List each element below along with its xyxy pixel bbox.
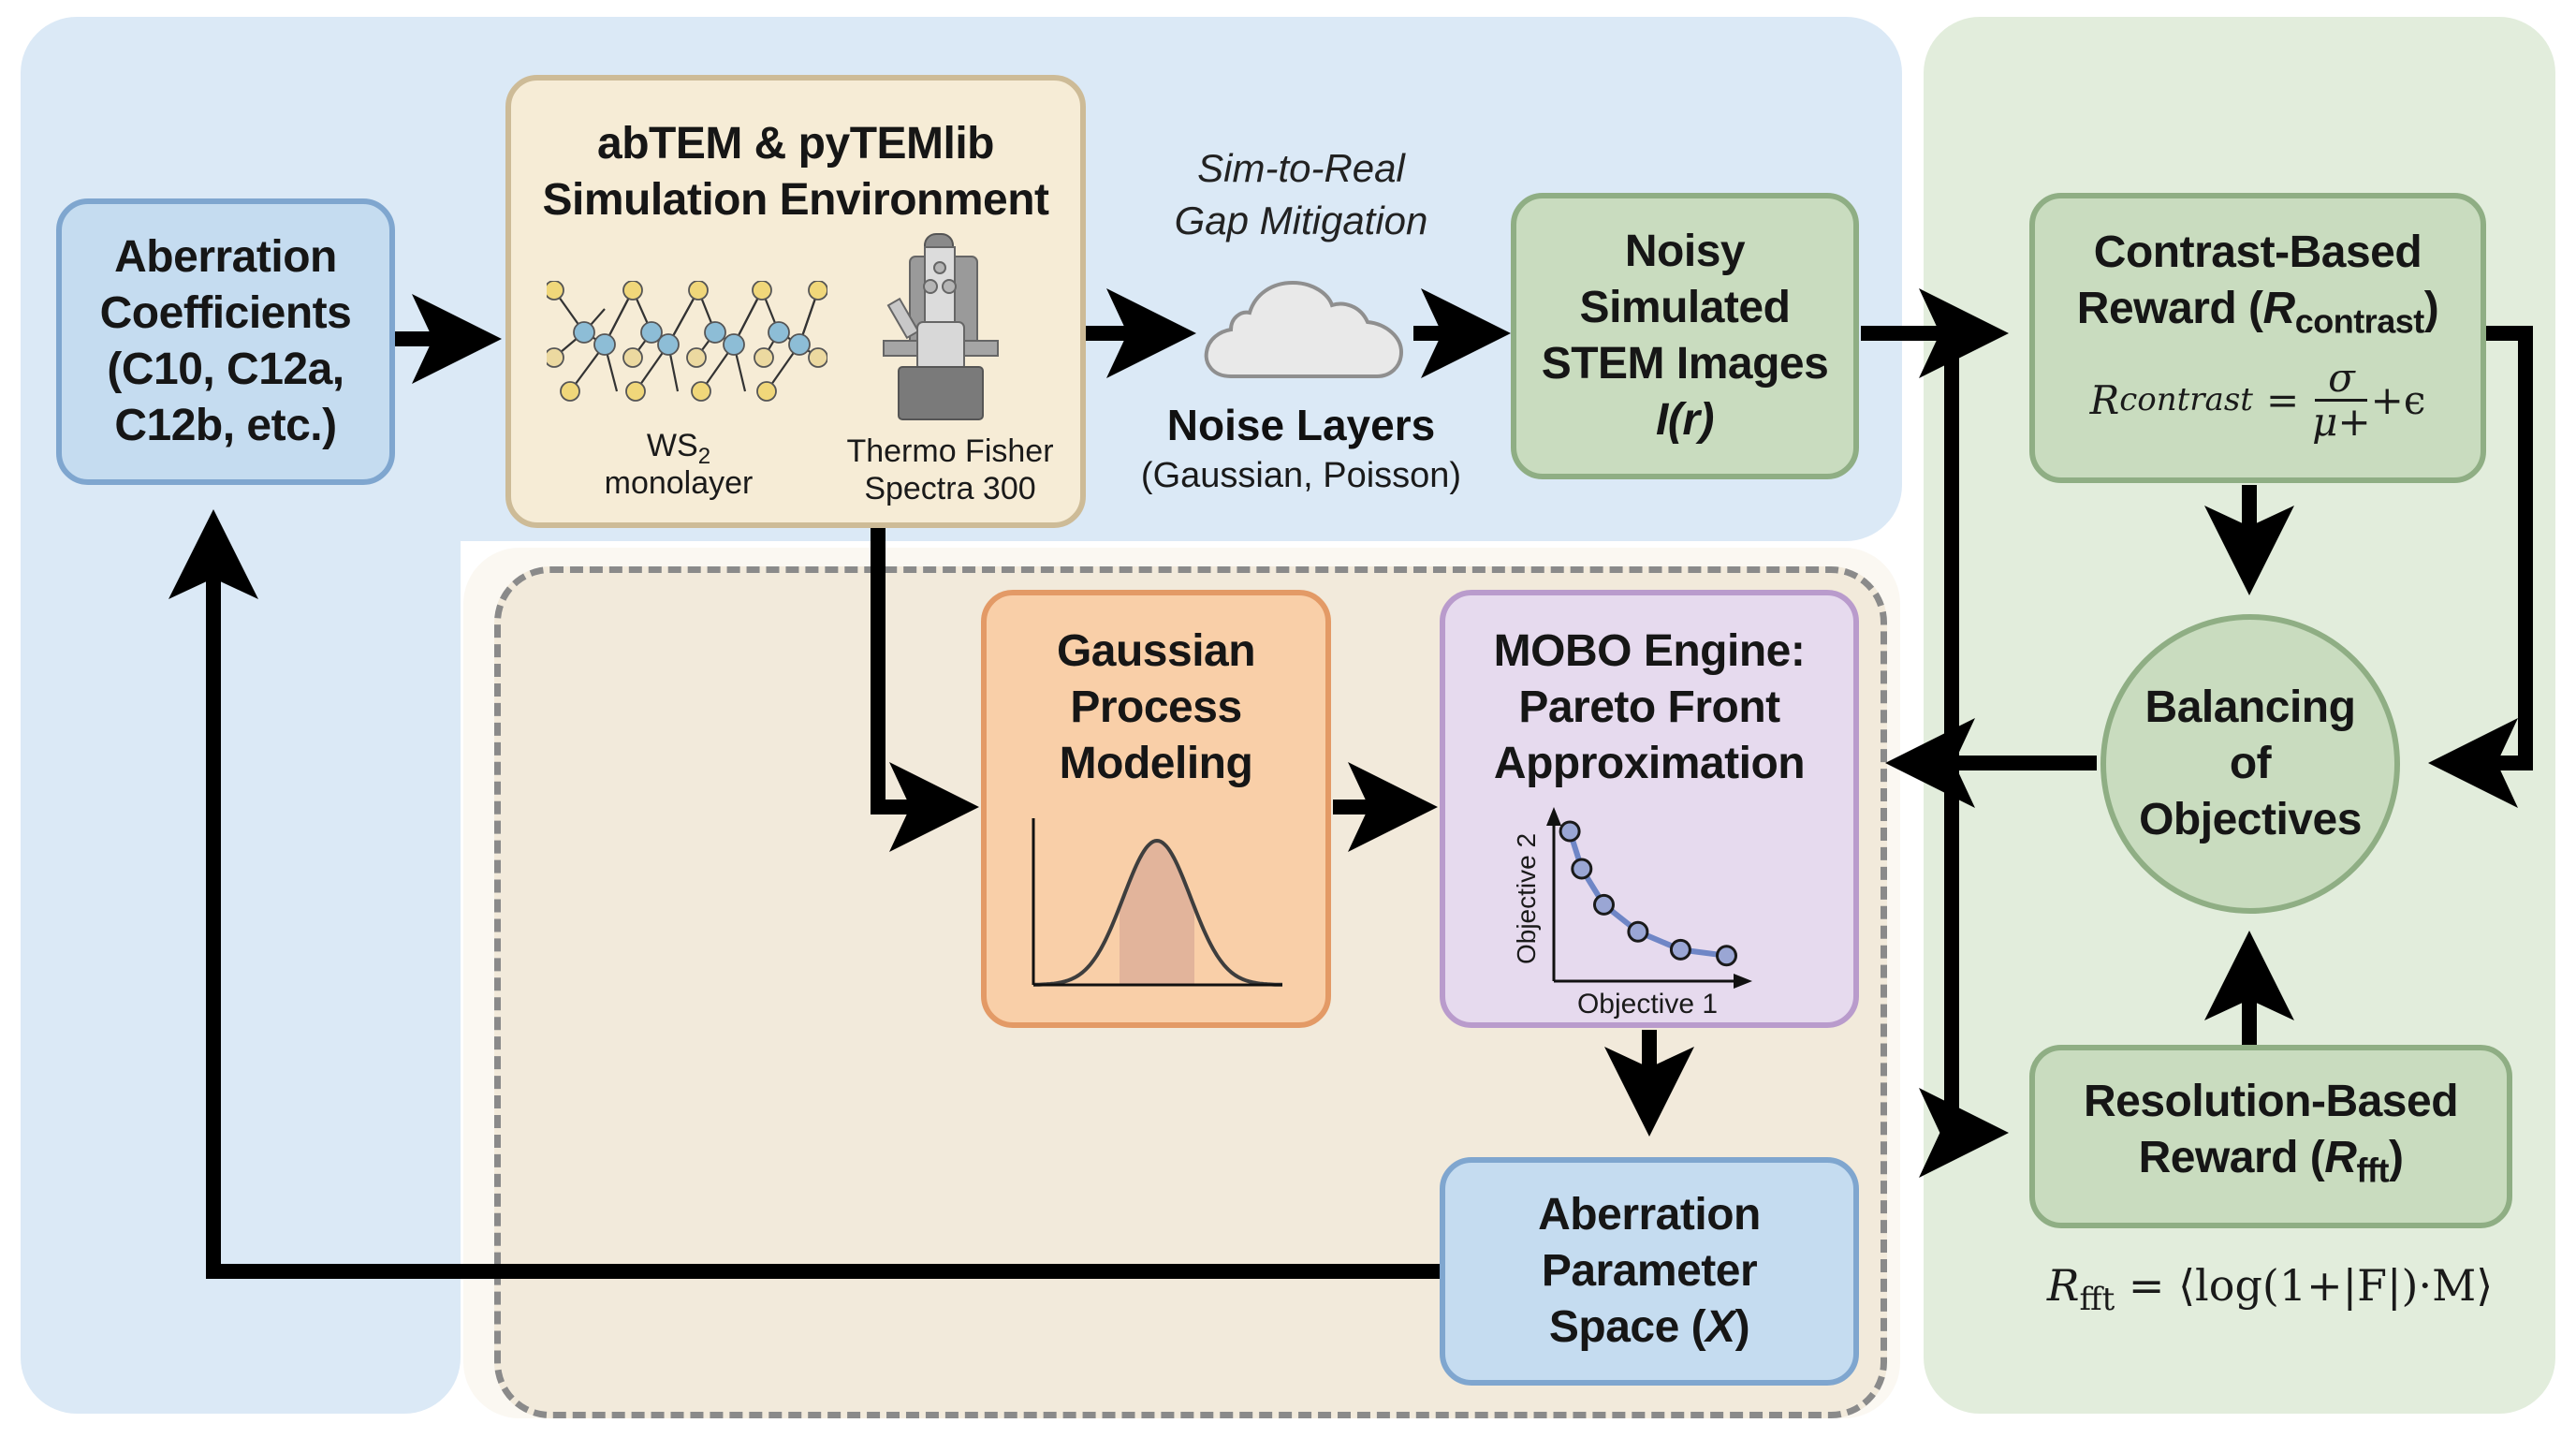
branch-images-to-resolution xyxy=(1919,333,2009,1178)
monolayer-label: monolayer xyxy=(604,465,754,501)
balancing-objectives-node[interactable]: Balancing of Objectives xyxy=(2100,614,2400,914)
symbol: R xyxy=(2324,1133,2357,1183)
node-label: Modeling xyxy=(1059,739,1253,788)
node-label: Gaussian xyxy=(1056,626,1256,676)
pareto-point xyxy=(1571,858,1593,880)
cloud-icon xyxy=(1204,280,1404,378)
node-title: Simulation Environment xyxy=(542,175,1049,225)
close-paren: ) xyxy=(2388,1133,2404,1183)
node-label: of xyxy=(2229,739,2272,788)
node-label: STEM Images xyxy=(1541,339,1829,389)
fft-formula: Rfft = ⟨log(1+|F|)·M⟩ xyxy=(2012,1260,2527,1318)
pareto-point xyxy=(1627,920,1649,943)
ws2-label: WS2 xyxy=(599,427,758,476)
caption-line: Gap Mitigation xyxy=(1174,198,1428,242)
symbol-subscript: contrast xyxy=(2294,301,2425,341)
title-text: Reward ( xyxy=(2076,284,2263,333)
ws2-label-main: WS xyxy=(646,428,698,463)
close-paren: ) xyxy=(2423,284,2439,333)
numerator: σ xyxy=(2328,354,2355,401)
label-text: Space ( xyxy=(1548,1302,1706,1352)
node-label: Balancing xyxy=(2144,682,2356,732)
label-text: ) xyxy=(1734,1302,1750,1352)
pareto-point xyxy=(1716,945,1737,967)
node-title: Contrast-Based xyxy=(2093,227,2422,277)
formula-fraction: σ μ+ xyxy=(2312,354,2371,445)
node-label: Pareto Front xyxy=(1518,682,1780,732)
node-label-line-3: Space (X) xyxy=(1548,1299,1750,1356)
aberration-coefficients-node[interactable]: Aberration Coefficients (C10, C12a, C12b… xyxy=(56,198,395,485)
node-title: Resolution-Based xyxy=(2083,1077,2459,1127)
node-label: Objectives xyxy=(2139,795,2362,844)
sim-to-real-caption: Sim-to-Real Gap Mitigation xyxy=(1142,142,1460,247)
arrow-simulation-to-gp xyxy=(871,524,979,852)
electron-microscope-icon xyxy=(883,233,999,420)
node-label: Approximation xyxy=(1493,739,1806,788)
plot-xlabel: Objective 1 xyxy=(1577,989,1718,1020)
node-label: Parameter xyxy=(1541,1246,1758,1296)
arrow-contrast-side-to-balancing xyxy=(2428,326,2533,808)
gaussian-curve-icon xyxy=(1032,818,1282,987)
formula-lhs-sub: contrast xyxy=(2119,381,2253,419)
node-label: Coefficients xyxy=(99,288,352,338)
pareto-point xyxy=(1559,820,1581,843)
node-label: Aberration xyxy=(1538,1190,1761,1240)
fraction-bar xyxy=(2315,398,2368,402)
simulation-environment-node[interactable]: abTEM & pyTEMlib Simulation Environment xyxy=(505,75,1086,528)
denominator: μ+ xyxy=(2312,398,2371,445)
node-label: C12b, etc.) xyxy=(114,401,337,450)
pareto-front-plot: Objective 1 Objective 2 xyxy=(1512,807,1752,1020)
parameter-space-node[interactable]: Aberration Parameter Space (X) xyxy=(1440,1157,1859,1386)
ws2-label-subscript: 2 xyxy=(697,443,711,469)
symbol: X xyxy=(1705,1302,1735,1352)
formula-eq: = xyxy=(2265,376,2300,423)
mobo-engine-node[interactable]: MOBO Engine: Pareto Front Approximation xyxy=(1440,590,1859,1028)
noise-layers-subtitle: (Gaussian, Poisson) xyxy=(1140,456,1462,495)
confidence-band xyxy=(1120,841,1194,985)
noise-layers-title: Noise Layers xyxy=(1166,401,1436,449)
symbol-subscript: fft xyxy=(2356,1151,2389,1190)
pareto-point xyxy=(1669,938,1691,961)
node-title: abTEM & pyTEMlib xyxy=(597,119,995,169)
symbol: R xyxy=(2262,284,2296,333)
arrow-parameter-space-to-coefficients xyxy=(168,509,1442,1279)
microscope-label-line: Spectra 300 xyxy=(864,471,1036,506)
pareto-point xyxy=(1593,893,1615,916)
ws2-lattice-icon xyxy=(547,281,827,402)
plot-y-axis-arrowhead xyxy=(1546,807,1561,826)
node-label: Process xyxy=(1070,682,1242,732)
node-label: MOBO Engine: xyxy=(1493,626,1806,676)
microscope-label-line: Thermo Fisher xyxy=(846,433,1054,469)
gaussian-curve xyxy=(1033,838,1282,987)
node-label: Noisy xyxy=(1624,227,1746,276)
node-label: Simulated xyxy=(1579,283,1791,332)
node-title-line-2: Reward (Rcontrast) xyxy=(2076,281,2439,350)
node-symbol: I(r) xyxy=(1656,395,1714,445)
node-label: Aberration xyxy=(114,232,337,282)
formula-rhs: = ⟨log(1+|F|)·M⟩ xyxy=(2128,1260,2494,1311)
caption-line: Sim-to-Real xyxy=(1197,146,1405,190)
formula-lhs: R xyxy=(2046,1260,2080,1311)
microscope-label: Thermo Fisher Spectra 300 xyxy=(824,433,1076,507)
node-title-line-2: Reward (Rfft) xyxy=(2139,1130,2404,1199)
simulation-region-left-leg xyxy=(21,468,461,1414)
formula-lhs-sub: fft xyxy=(2079,1281,2115,1319)
formula-tail: +ϵ xyxy=(2370,376,2426,423)
noisy-stem-images-node[interactable]: Noisy Simulated STEM Images I(r) xyxy=(1511,193,1859,479)
title-text: Reward ( xyxy=(2138,1133,2325,1183)
plot-ylabel: Objective 2 xyxy=(1512,833,1541,964)
plot-x-axis-arrowhead xyxy=(1734,974,1752,989)
node-label: (C10, C12a, xyxy=(107,345,344,394)
pareto-curve xyxy=(1567,830,1727,959)
formula-lhs: R xyxy=(2089,376,2120,423)
resolution-reward-node[interactable]: Resolution-Based Reward (Rfft) xyxy=(2029,1045,2512,1228)
